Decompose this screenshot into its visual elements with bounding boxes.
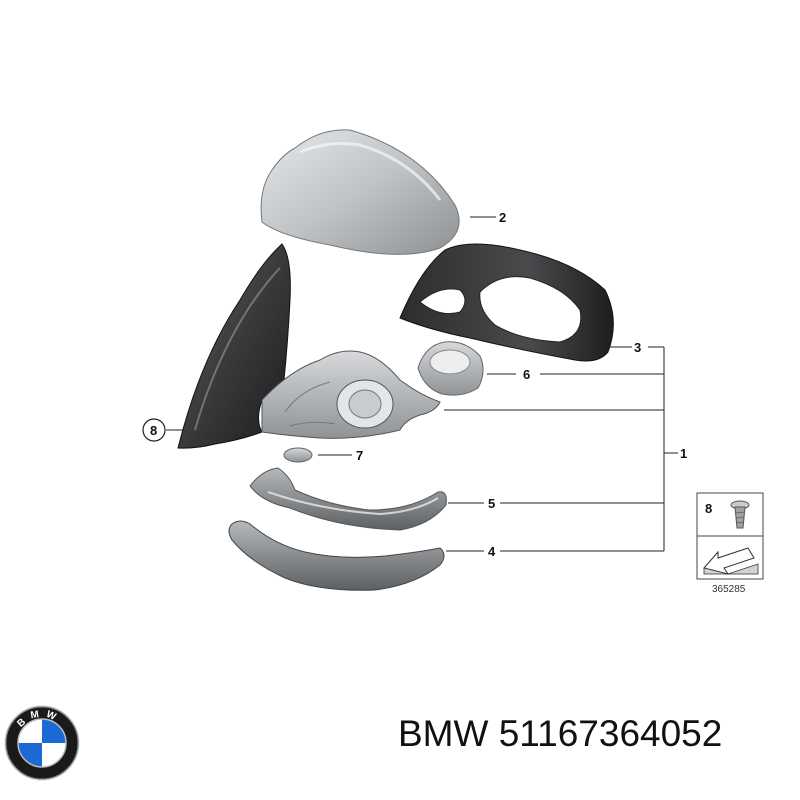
callout-2: 2	[499, 210, 506, 225]
mirror-carrier-part	[261, 350, 441, 439]
callout-4: 4	[488, 544, 496, 559]
callout-8-circle: 8	[142, 418, 166, 442]
callout-5: 5	[488, 496, 495, 511]
inset-reference-code: 365285	[712, 584, 746, 595]
inset-box: 8	[696, 492, 764, 580]
part-label: BMW 51167364052	[398, 713, 722, 755]
lower-trim-part	[228, 520, 445, 591]
callout-8: 8	[150, 423, 157, 438]
callout-3: 3	[634, 340, 641, 355]
inset-item-number: 8	[705, 501, 712, 516]
mirror-cap-part	[260, 129, 460, 255]
callout-1: 1	[680, 446, 687, 461]
turn-signal-part	[249, 467, 447, 531]
logo-roundel	[17, 718, 67, 768]
mirror-base-part	[177, 243, 291, 449]
callout-7: 7	[356, 448, 363, 463]
mirror-housing-part	[399, 243, 614, 362]
leader-lines	[166, 216, 678, 552]
mirror-actuator-part	[417, 341, 484, 396]
screw-icon	[730, 500, 750, 529]
assembly-arrow-icon	[703, 547, 759, 575]
part-number: 51167364052	[498, 713, 723, 754]
callout-6: 6	[523, 367, 530, 382]
brand-name: BMW	[398, 713, 489, 754]
cover-disc-part	[283, 447, 313, 463]
bmw-logo-icon: BMW	[4, 705, 80, 781]
